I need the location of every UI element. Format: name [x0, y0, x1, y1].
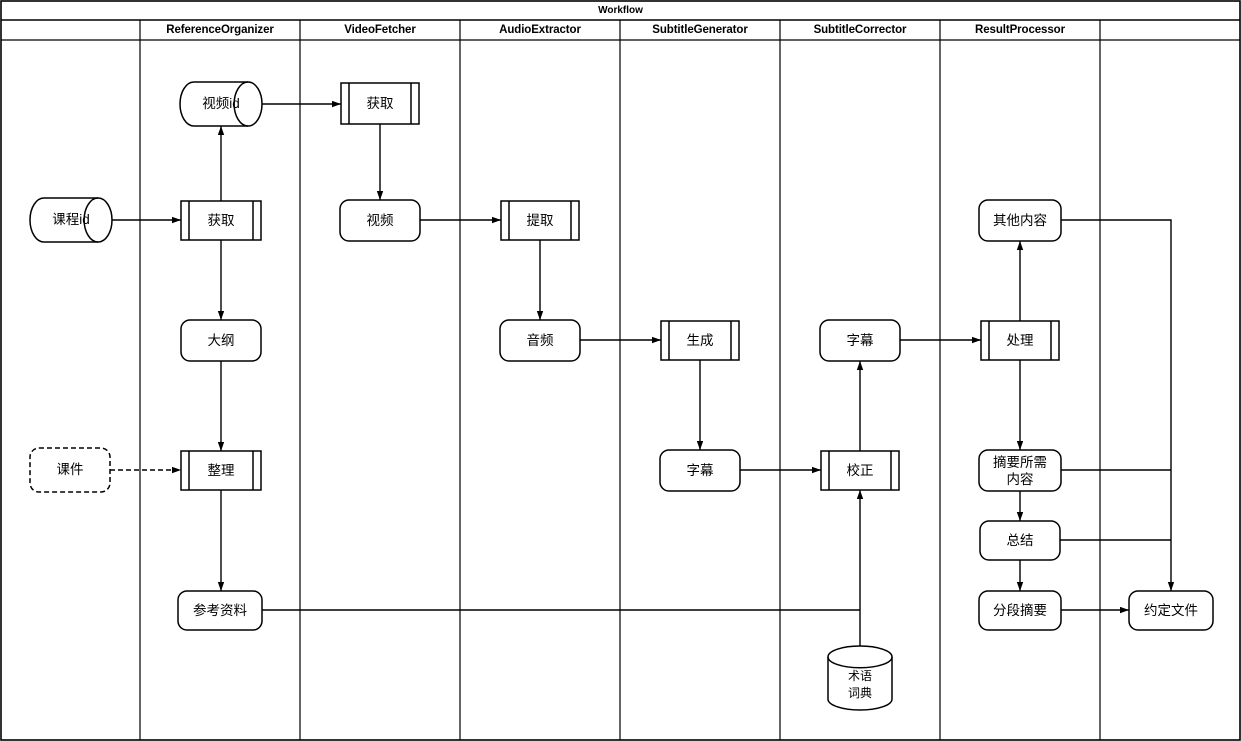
node-agreed-file[interactable] [1128, 590, 1214, 631]
node-segmented-summary-shape [978, 590, 1062, 631]
task-extract-audio[interactable] [500, 200, 580, 241]
node-segmented-summary[interactable] [978, 590, 1062, 631]
task-generate-subtitle[interactable] [660, 320, 740, 361]
task-correct-subtitle-shape [820, 450, 900, 491]
task-organize-shape [180, 450, 262, 491]
node-outline-shape [180, 319, 262, 362]
node-subtitle-raw-shape [659, 449, 741, 492]
task-fetch-video[interactable] [340, 82, 420, 125]
lane-header-lane-result-processor: ResultProcessor [975, 24, 1065, 36]
node-video-id-cap [233, 81, 249, 127]
node-glossary-cap [827, 656, 893, 669]
node-agreed-file-shape [1128, 590, 1214, 631]
lane-header-lane-subtitle-corrector: SubtitleCorrector [813, 24, 907, 36]
node-summary[interactable] [979, 520, 1061, 561]
node-course-id-cap [83, 197, 99, 243]
node-subtitle-corrected[interactable] [819, 319, 901, 362]
edge-layer [110, 100, 1175, 646]
task-fetch-reference[interactable] [180, 200, 262, 241]
lane-header-lane-audio-extractor: AudioExtractor [499, 24, 581, 36]
node-layer [29, 81, 1214, 711]
node-course-id[interactable] [29, 197, 113, 243]
lane-header-lane-subtitle-generator: SubtitleGenerator [652, 24, 748, 36]
task-process-shape [980, 320, 1060, 361]
node-glossary[interactable] [827, 645, 893, 711]
node-other-content-shape [978, 199, 1062, 242]
task-generate-subtitle-shape [660, 320, 740, 361]
node-video-id[interactable] [179, 81, 263, 127]
pool-title: Workflow [598, 5, 643, 16]
node-audio-shape [499, 319, 581, 362]
node-glossary-shape [827, 645, 893, 711]
edge-other-content-to-agreed-file[interactable] [1061, 219, 1175, 591]
node-courseware[interactable] [29, 447, 111, 493]
task-organize[interactable] [180, 450, 262, 491]
node-other-content[interactable] [978, 199, 1062, 242]
node-audio[interactable] [499, 319, 581, 362]
node-summary-source-shape [978, 449, 1062, 492]
node-summary-shape [979, 520, 1061, 561]
node-reference-material[interactable] [177, 590, 263, 631]
task-fetch-reference-shape [180, 200, 262, 241]
node-video[interactable] [339, 199, 421, 242]
lane-header-lane-reference-organizer: ReferenceOrganizer [166, 24, 274, 36]
lane-header-lane-video-fetcher: VideoFetcher [344, 24, 416, 36]
node-subtitle-raw[interactable] [659, 449, 741, 492]
node-courseware-shape [29, 447, 111, 493]
task-fetch-video-shape [340, 82, 420, 125]
node-course-id-shape [29, 197, 113, 243]
node-outline[interactable] [180, 319, 262, 362]
task-extract-audio-shape [500, 200, 580, 241]
node-video-shape [339, 199, 421, 242]
task-process[interactable] [980, 320, 1060, 361]
task-correct-subtitle[interactable] [820, 450, 900, 491]
node-summary-source[interactable] [978, 449, 1062, 492]
node-video-id-shape [179, 81, 263, 127]
node-reference-material-shape [177, 590, 263, 631]
node-subtitle-corrected-shape [819, 319, 901, 362]
